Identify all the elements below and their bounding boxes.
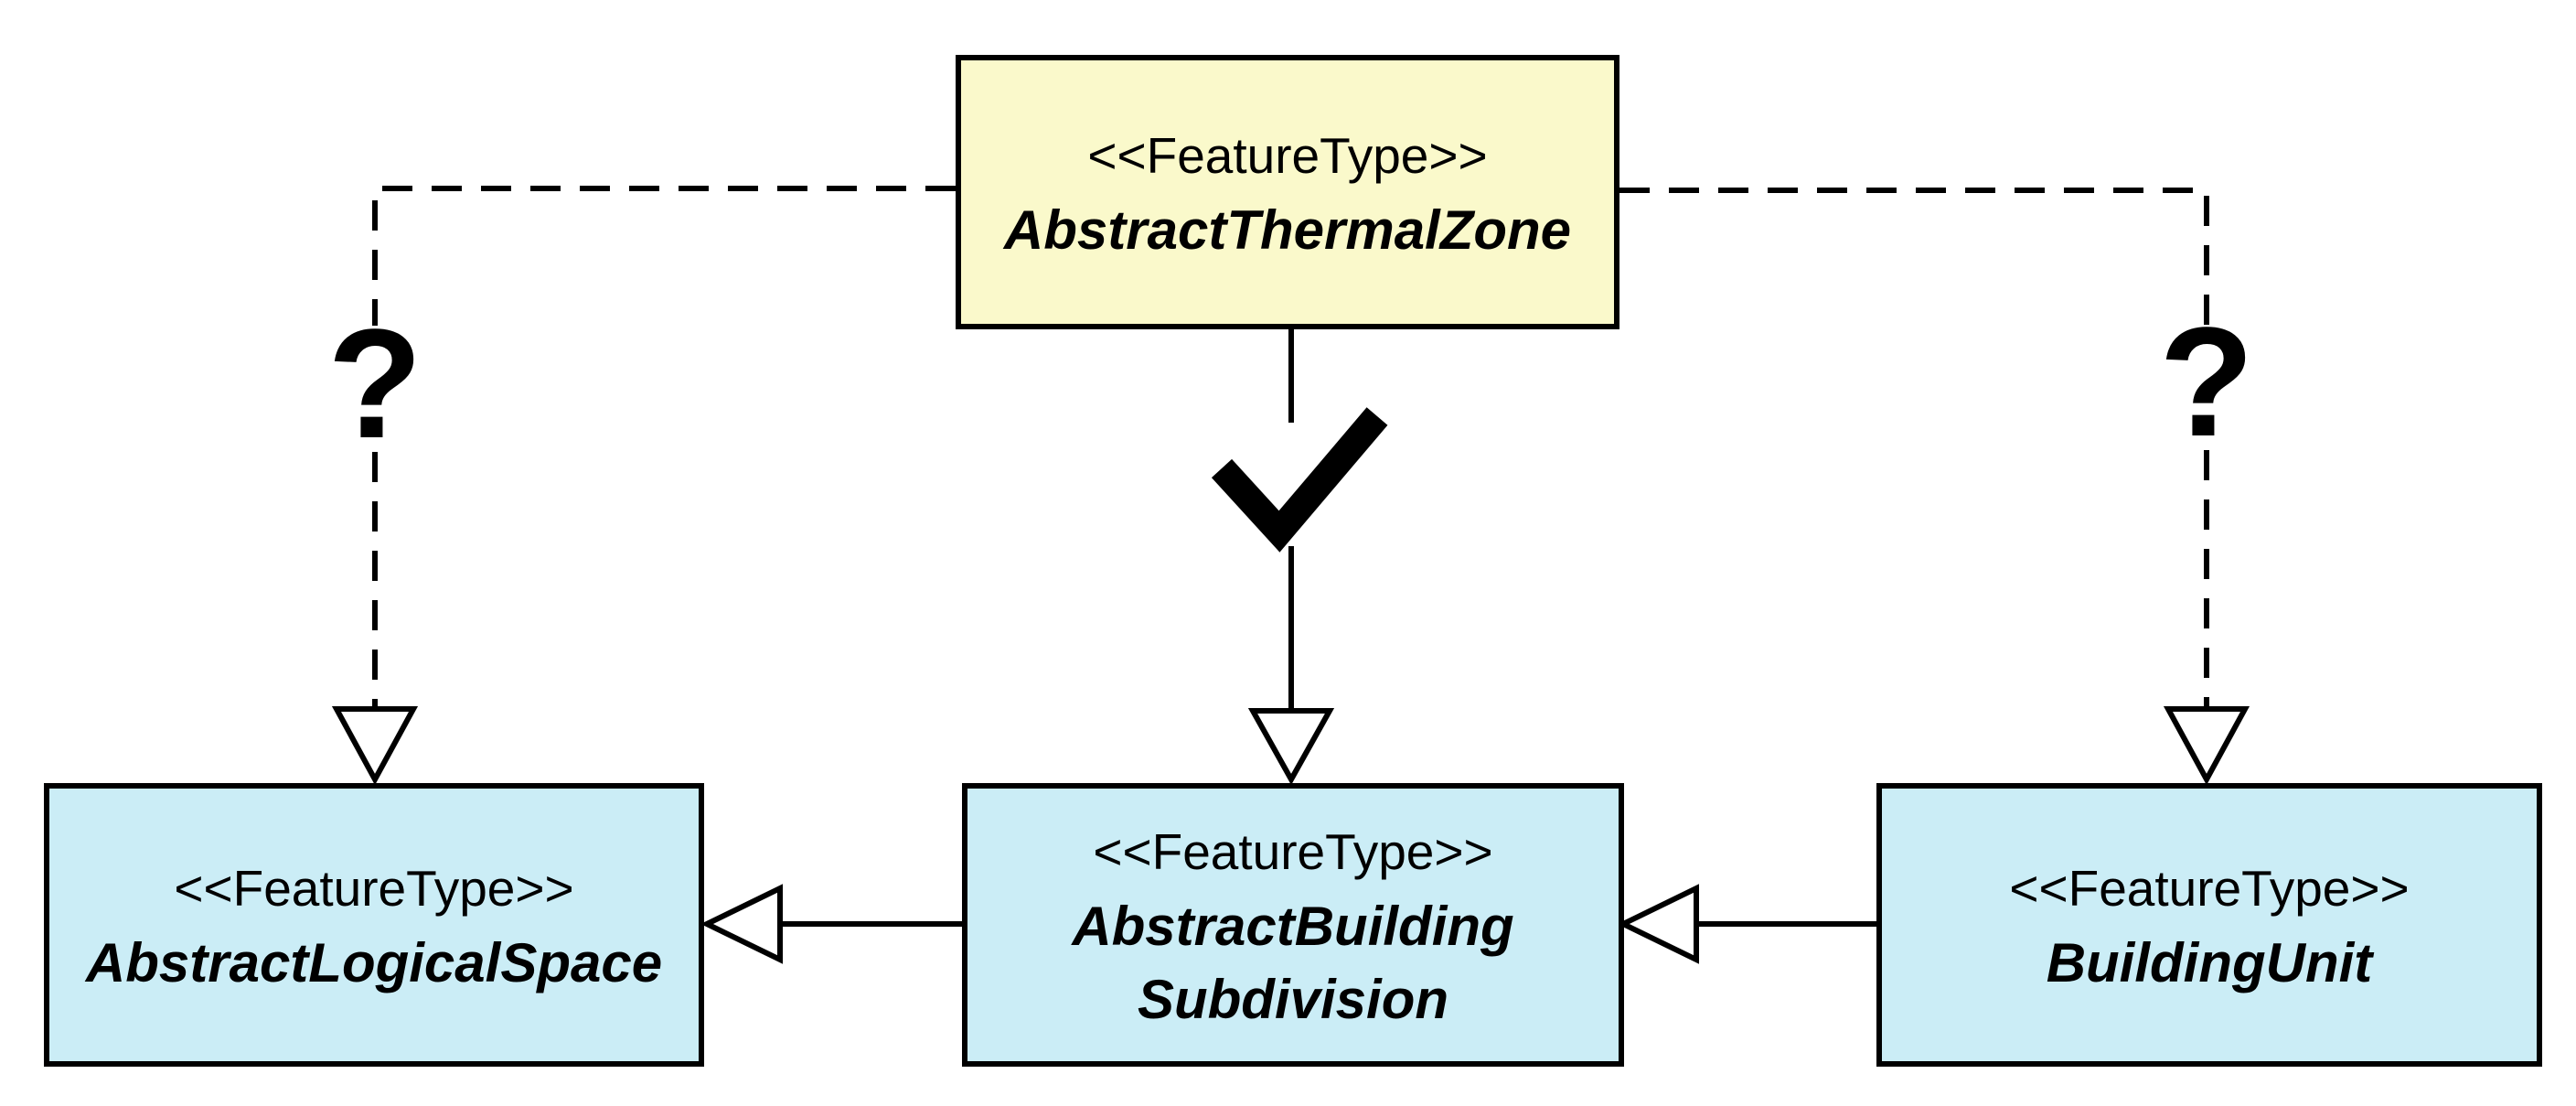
node-name-line-1: AbstractBuilding (1072, 896, 1514, 957)
checkmark-icon (1211, 407, 1388, 553)
node-name: AbstractThermalZone (1003, 199, 1572, 261)
node-stereotype: <<FeatureType>> (1087, 127, 1488, 184)
generalization-arrowhead-logical-horizontal (700, 884, 783, 964)
node-stereotype: <<FeatureType>> (1093, 823, 1493, 880)
edge-thermal-to-logical-dashed (372, 186, 956, 709)
node-building-unit: <<FeatureType>> BuildingUnit (1876, 783, 2542, 1067)
node-name-line-2: Subdivision (1137, 969, 1449, 1030)
edge-thermal-to-unit-dashed (1619, 188, 2209, 709)
question-mark-icon: ? (2159, 295, 2254, 469)
generalization-arrowhead-subdivision (1247, 708, 1335, 786)
node-abstract-logical-space: <<FeatureType>> AbstractLogicalSpace (44, 783, 704, 1067)
node-stereotype: <<FeatureType>> (174, 860, 574, 917)
node-stereotype: <<FeatureType>> (2009, 860, 2410, 917)
node-name: BuildingUnit (2046, 932, 2373, 993)
node-abstract-building-subdivision: <<FeatureType>> AbstractBuilding Subdivi… (962, 783, 1624, 1067)
node-name: AbstractLogicalSpace (85, 932, 663, 993)
question-mark-icon: ? (327, 297, 422, 471)
generalization-arrowhead-unit (2163, 706, 2250, 786)
generalization-arrowhead-logical (331, 706, 419, 786)
node-abstract-thermal-zone: <<FeatureType>> AbstractThermalZone (956, 55, 1619, 329)
generalization-arrowhead-subdivision-horizontal (1617, 884, 1699, 964)
